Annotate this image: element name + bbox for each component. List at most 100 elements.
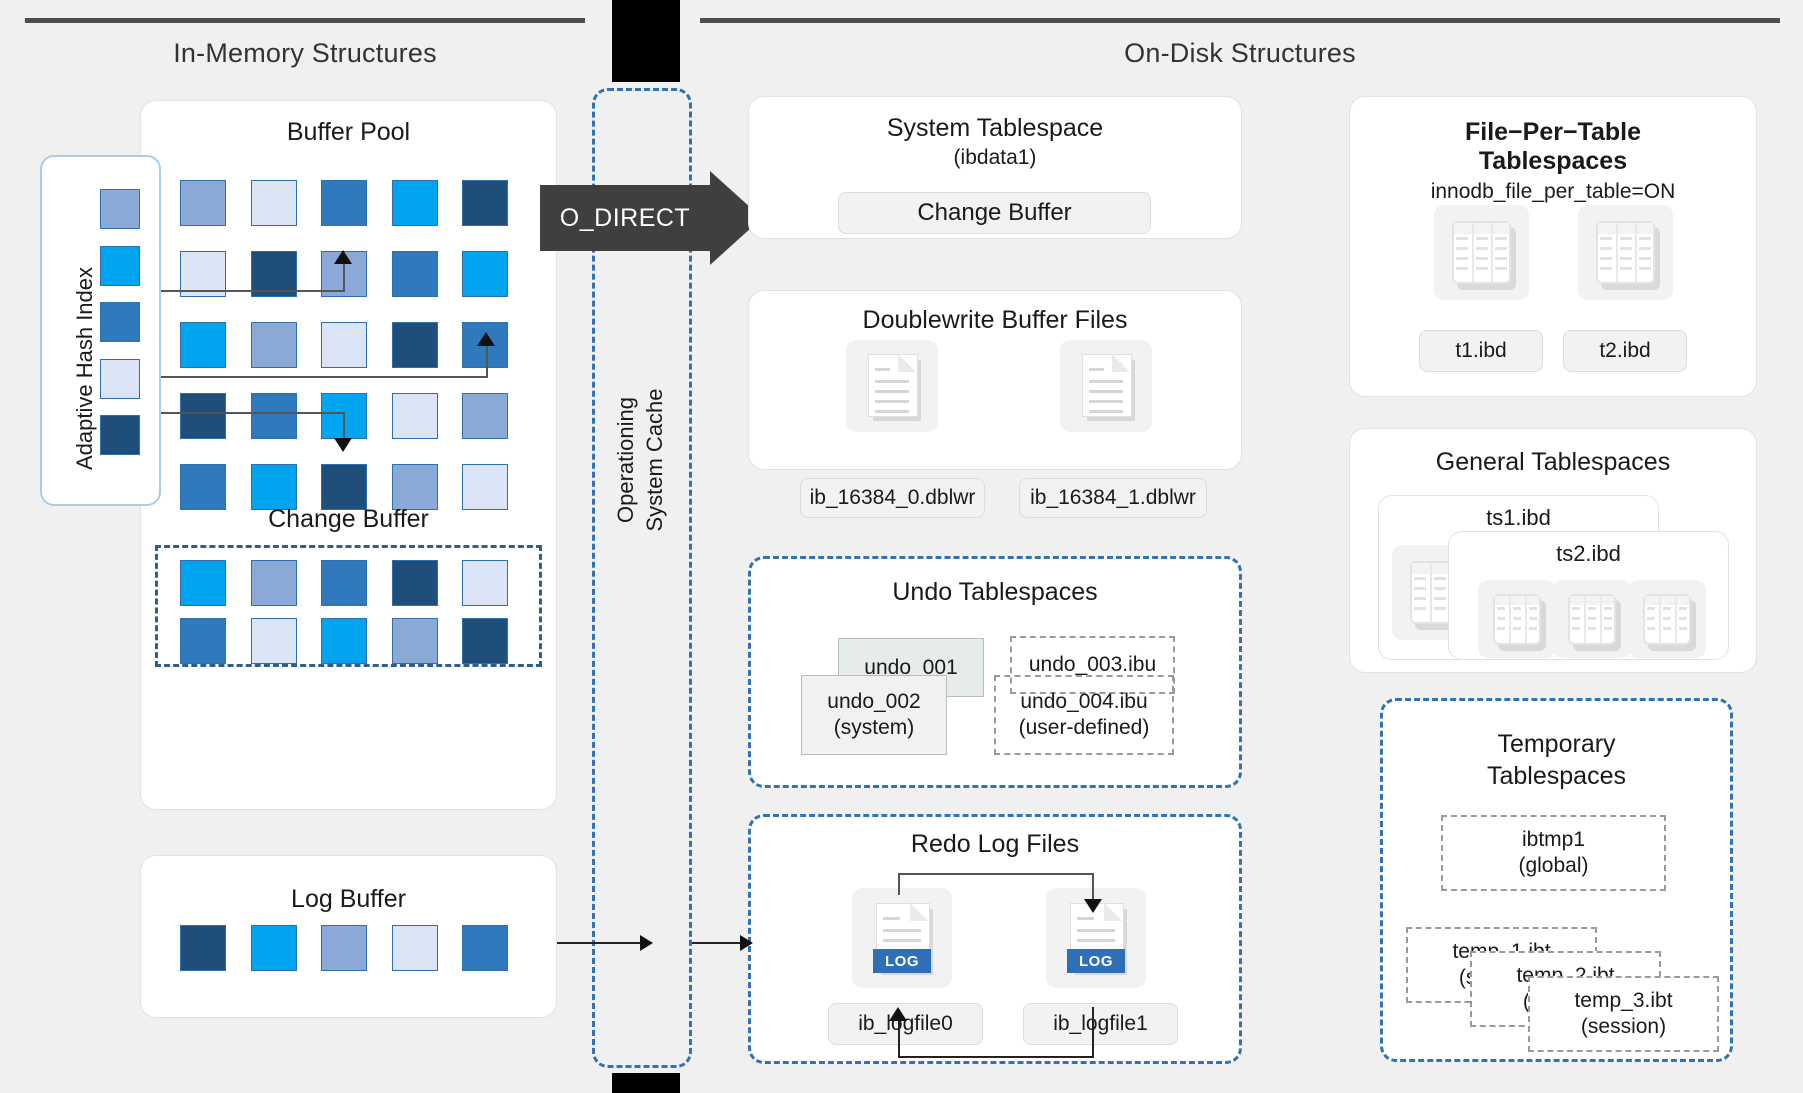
table-icon-cell-line (1600, 237, 1612, 240)
undo-004-note: (user-defined) (1018, 716, 1150, 739)
buffer-pool-page (462, 464, 508, 510)
log-buffer-page (462, 925, 508, 971)
file-icon-fold (898, 354, 916, 372)
ibtmp1-note: (global) (1518, 854, 1589, 877)
buffer-pool-page (462, 251, 508, 297)
table-icon-cell-line (1513, 627, 1521, 630)
redo-top-connector-v1 (898, 873, 900, 895)
file-icon-fold (910, 903, 928, 921)
ahi-connector-3-h (161, 412, 345, 414)
table-icon-header-row (1570, 596, 1614, 605)
table-icon-cell-line (1572, 617, 1580, 620)
table-icon-col-divider (1600, 596, 1602, 643)
redo-top-connector-h (898, 873, 1094, 875)
ahi-connector-2-h (161, 376, 488, 378)
table-icon-cell-line (1495, 247, 1507, 250)
log-buffer-page (180, 925, 226, 971)
table-icon-cell-line (1414, 607, 1426, 610)
os-cache-column (592, 88, 692, 1068)
undo-004-box[interactable]: undo_004.ibu (user-defined) (994, 675, 1174, 755)
file-icon-fold (1104, 903, 1122, 921)
table-icon-cell-line (1600, 247, 1612, 250)
table-icon-col-divider (1635, 223, 1637, 282)
file-icon-line (883, 917, 900, 920)
table-icon-cell-line (1639, 247, 1651, 250)
redo-log-file-pill[interactable]: ib_logfile1 (1023, 1003, 1178, 1045)
table-icon-cell-line (1572, 627, 1580, 630)
ahi-connector-1-arrow (334, 250, 352, 264)
table-icon-header-row (1598, 223, 1653, 234)
table-icon-cell-line (1663, 607, 1671, 610)
table-icon-cell-line (1679, 617, 1687, 620)
logbuffer-to-oscache-line (557, 942, 641, 944)
on-disk-structures-title: On-Disk Structures (1124, 38, 1356, 68)
buffer-pool-page (180, 393, 226, 439)
os-cache-label-line1: Operationing (613, 397, 638, 523)
undo-004-label: undo_004.ibu (1020, 689, 1148, 713)
doublewrite-file-pill[interactable]: ib_16384_0.dblwr (800, 478, 985, 518)
undo-002-note: (system) (833, 716, 915, 739)
file-icon-line (875, 368, 890, 371)
in-memory-structures-title: In-Memory Structures (173, 38, 437, 68)
ahi-connector-2-arrow (477, 332, 495, 346)
adaptive-hash-index-cell (100, 245, 140, 286)
os-cache-label: Operationing System Cache (612, 360, 672, 560)
doublewrite-file-pill[interactable]: ib_16384_1.dblwr (1019, 478, 1207, 518)
table-icon-header-row (1412, 563, 1467, 574)
table-icon-cell-line (1679, 607, 1687, 610)
redo-bottom-connector-arrow (889, 1007, 907, 1021)
undo-003-box[interactable]: undo_003.ibu (1010, 636, 1175, 694)
log-buffer-title: Log Buffer (291, 885, 406, 913)
right-header-rule (700, 18, 1780, 23)
table-icon-col-divider (1509, 596, 1511, 643)
temp-3-box[interactable]: temp_3.ibt (session) (1528, 976, 1719, 1052)
table-icon-cell-line (1497, 607, 1505, 610)
change-buffer-page (462, 618, 508, 664)
buffer-pool-page (321, 180, 367, 226)
file-icon-line (875, 410, 909, 413)
file-per-table-pill[interactable]: t2.ibd (1563, 330, 1687, 372)
file-per-table-subtitle: innodb_file_per_table=ON (1430, 180, 1676, 203)
table-icon-cell-line (1588, 607, 1596, 610)
table-icon-col-divider (1525, 596, 1527, 643)
table-icon-cell-line (1679, 627, 1687, 630)
file-icon-line (1089, 368, 1104, 371)
table-icon-cell-line (1513, 607, 1521, 610)
file-icon-line (1077, 929, 1115, 932)
file-per-table-panel (1349, 96, 1757, 397)
change-buffer-page (250, 618, 297, 664)
os-cache-top-bar (612, 0, 680, 82)
adaptive-hash-index-label: Adaptive Hash Index (72, 266, 97, 470)
file-icon-line (875, 380, 909, 383)
table-icon-cell-line (1434, 577, 1446, 580)
table-icon-cell-line (1456, 267, 1468, 270)
redo-bottom-connector-v1 (1092, 1007, 1094, 1057)
undo-002-box[interactable]: undo_002 (system) (801, 675, 947, 755)
log-buffer-page (391, 925, 438, 971)
table-icon-cell-line (1495, 237, 1507, 240)
table-icon-col-divider (1675, 596, 1677, 643)
system-tablespace-subtitle: (ibdata1) (953, 146, 1037, 169)
table-icon-cell-line (1434, 587, 1446, 590)
buffer-pool-page (321, 464, 367, 510)
log-badge: LOG (1067, 949, 1125, 973)
ibtmp1-box[interactable]: ibtmp1 (global) (1441, 815, 1666, 891)
table-icon-cell-line (1620, 267, 1632, 270)
table-icon-col-divider (1659, 596, 1661, 643)
ahi-connector-1-h (161, 290, 345, 292)
file-icon-line (1089, 400, 1123, 403)
ts2-label: ts2.ibd (1556, 541, 1621, 566)
temp-3-label: temp_3.ibt (1574, 988, 1673, 1012)
table-icon-col-divider (1584, 596, 1586, 643)
adaptive-hash-index-cell (100, 189, 140, 229)
general-tablespaces-title: General Tablespaces (1435, 448, 1671, 476)
system-tablespace-change-buffer[interactable]: Change Buffer (838, 192, 1151, 234)
buffer-pool-page (250, 393, 297, 439)
table-icon-cell-line (1588, 627, 1596, 630)
table-icon-cell-line (1434, 607, 1446, 610)
left-header-rule (25, 18, 585, 23)
table-icon-cell-line (1476, 267, 1488, 270)
oscache-to-redo-arrow (740, 935, 753, 951)
file-per-table-pill[interactable]: t1.ibd (1419, 330, 1543, 372)
